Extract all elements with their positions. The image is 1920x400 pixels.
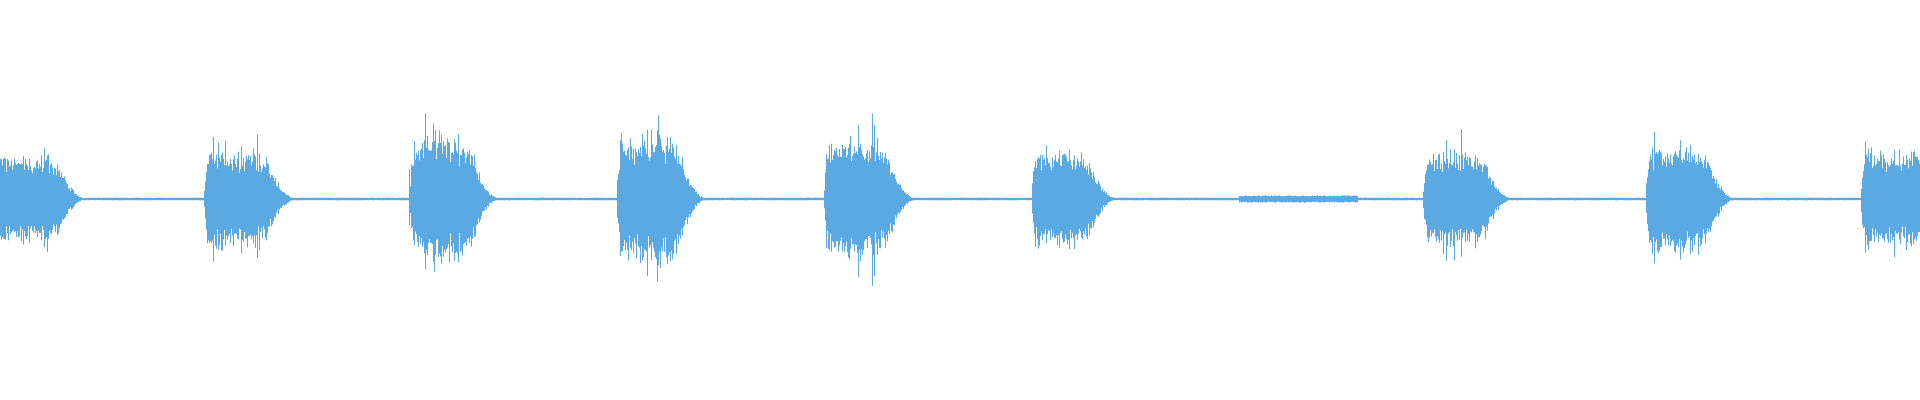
waveform-path [0,113,1920,286]
waveform-bars [0,113,1920,286]
